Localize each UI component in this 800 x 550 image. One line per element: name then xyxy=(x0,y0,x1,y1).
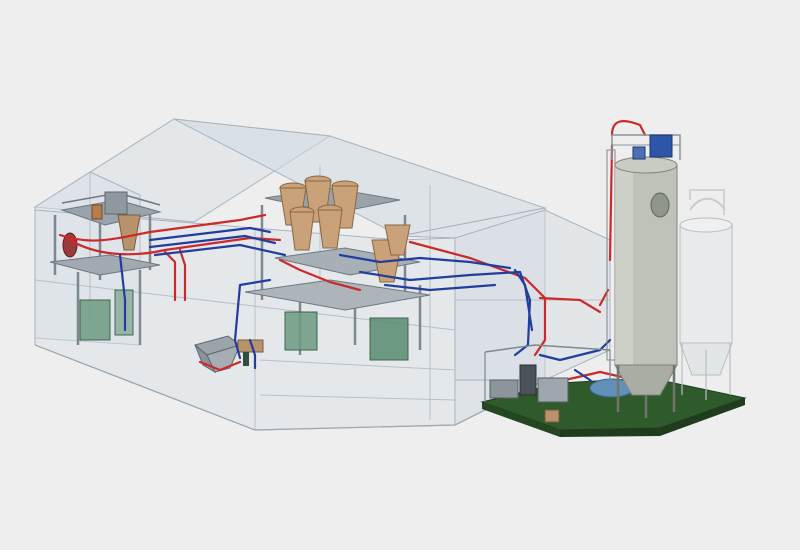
transparent-building xyxy=(33,118,611,431)
secondary-silo xyxy=(679,189,733,400)
outdoor-equipment-pad xyxy=(480,344,747,437)
center-green-machine-2 xyxy=(369,317,409,361)
silo-cone xyxy=(614,364,678,396)
lower-deck xyxy=(244,279,431,311)
left-mixing-tower xyxy=(49,191,162,345)
annex-building xyxy=(454,209,611,381)
left-green-machine xyxy=(79,299,111,341)
main-silo xyxy=(606,134,681,418)
lower-platform-deck xyxy=(49,254,161,276)
center-green-machine-1 xyxy=(284,311,318,351)
silo-top-filter xyxy=(649,134,673,158)
central-cyclone-platform xyxy=(244,175,431,361)
